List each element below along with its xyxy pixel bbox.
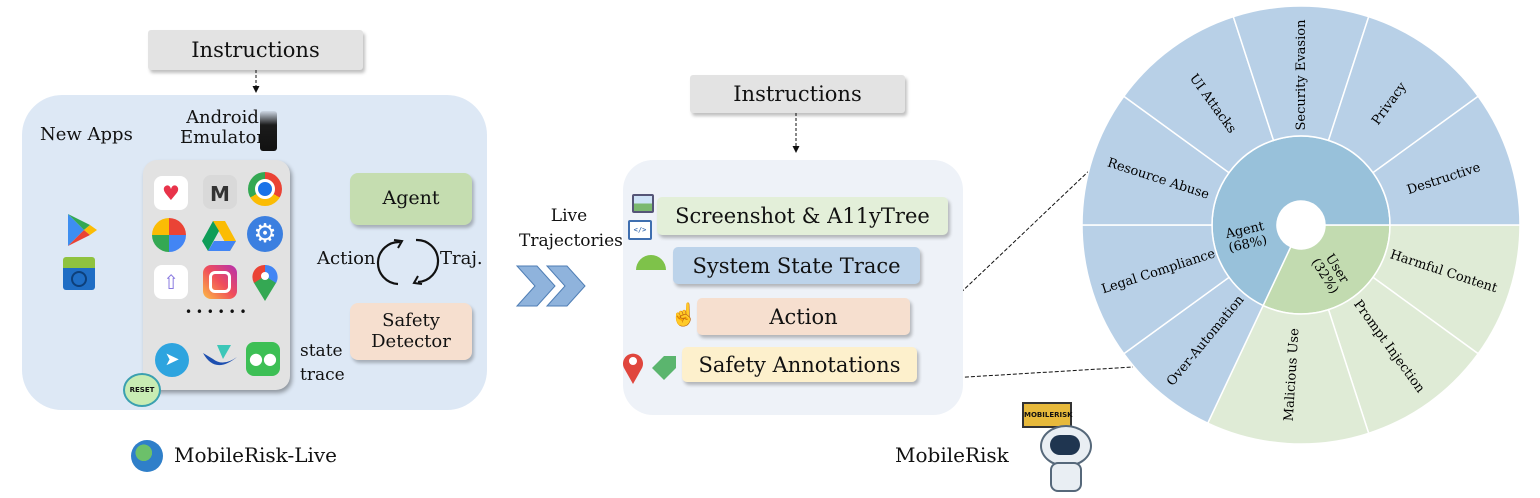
live-trajectories-label: Live Trajectories [519,204,623,254]
more-apps-dots: • • • • • • [185,305,247,319]
fdroid-icon [63,257,95,293]
telegram-app-icon: ➤ [155,343,189,377]
outer-slice-malicious-use [1206,304,1370,445]
drive-app-icon [202,221,236,251]
row-system-state-trace: System State Trace [673,247,920,284]
pointing-hand-icon: ☝ [670,303,698,328]
new-apps-label: New Apps [40,124,133,145]
location-tag-icon [623,353,676,384]
sunburst-hole [1277,201,1325,249]
maps-app-icon [252,264,278,301]
instructions-box-left: Instructions [148,30,363,70]
outer-slice-destructive [1371,95,1521,226]
safety-detector-box: Safety Detector [350,303,472,360]
image-icon [632,194,654,213]
android-icon [636,255,666,270]
double-chevron-icon [515,265,586,307]
agent-box: Agent [350,173,472,225]
row-action: Action [697,298,910,335]
outer-label-malicious-use: Malicious Use [1281,327,1302,421]
traj-label: Traj. [440,248,483,269]
google-play-icon [68,214,97,246]
settings-app-icon: ⚙ [247,216,283,252]
wechat-app-icon: ●● [246,342,280,376]
health-app-icon: ♥ [154,176,188,210]
action-label: Action [317,248,376,269]
launcher-app-icon: ⇧ [154,265,188,299]
chrome-app-icon [248,172,282,206]
instagram-app-icon [203,265,237,299]
android-emulator-label: Android Emulator [180,108,265,148]
instructions-box-mid: Instructions [690,75,905,113]
emulator-line1: Android [186,107,259,128]
phone-icon [260,111,277,151]
trajectories-word: Trajectories [519,231,623,251]
cycle-arrows-icon [376,238,440,286]
globe-icon [131,440,163,472]
trace-word: trace [300,365,345,385]
live-word: Live [550,206,588,226]
robot-sign: MOBILERISK [1022,402,1073,428]
mobilerisk-live-caption: MobileRisk-Live [174,443,338,467]
zoom-line-top [912,167,1093,339]
row-screenshot-a11ytree: Screenshot & A11yTree [657,197,948,235]
markor-app-icon: M [203,175,237,209]
row-safety-annotations: Safety Annotations [682,347,917,382]
mobilerisk-caption: MobileRisk [895,443,1009,467]
reset-icon: RESET [123,373,161,407]
bird-app-icon [203,345,237,366]
state-word: state [300,341,343,361]
code-icon: </> [628,220,652,240]
outer-label-security-evasion: Security Evasion [1294,19,1309,131]
robot-body [1050,462,1082,492]
safety-detector-line2: Detector [371,330,451,352]
emulator-line2: Emulator [180,127,265,148]
state-trace-label: state trace [300,339,345,387]
safety-detector-line1: Safety [382,309,440,331]
photos-app-icon [152,218,186,252]
